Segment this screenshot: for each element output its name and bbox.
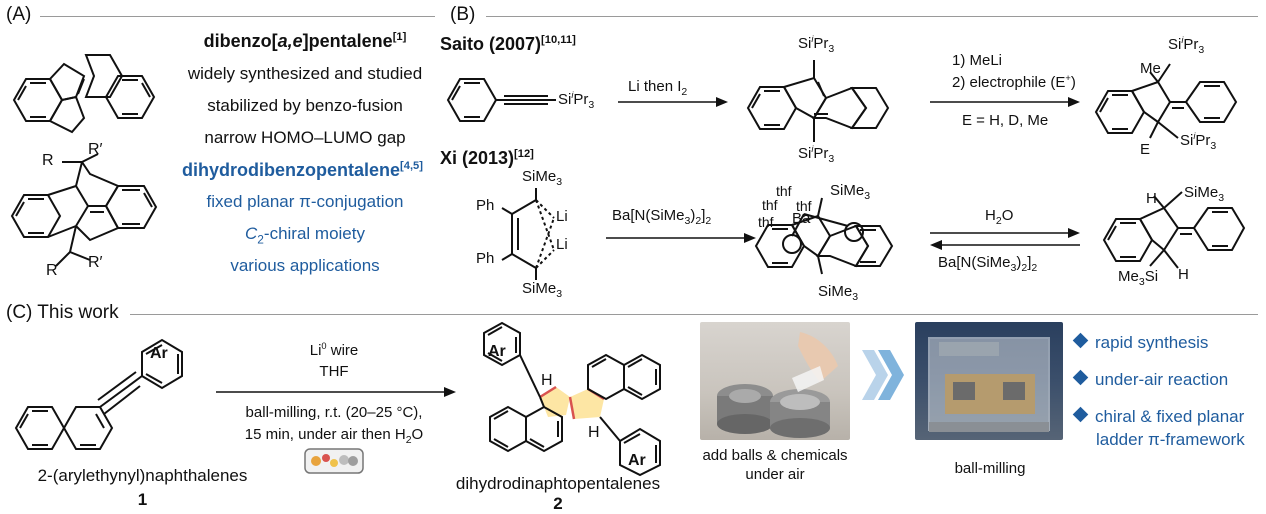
product-2-name: dihydrodinaphtopentalenes — [455, 474, 661, 493]
saito-product-2-silyl-top: SiiPr3 — [1168, 35, 1205, 56]
reactant-1-number: 1 — [137, 490, 148, 509]
saito-product-2-structure — [1094, 63, 1238, 139]
bullet-rapid-synthesis: rapid synthesis — [1072, 332, 1208, 353]
product-2-ar-bottom: Ar — [628, 452, 646, 469]
atom-r-bottom: R — [46, 262, 58, 279]
reaction-condition-2: 15 min, under air then H2O — [244, 426, 424, 446]
saito-product-1-silyl-top: SiiPr3 — [798, 34, 835, 55]
feature-line-1: widely synthesized and studied — [187, 64, 423, 83]
reactant-1-structure — [14, 338, 183, 450]
reaction-reagent-1: Li0 wire — [309, 341, 359, 359]
photo-1-caption-2: under air — [745, 466, 805, 483]
feature-line-3: narrow HOMO–LUMO gap — [204, 128, 406, 147]
panel-b-rule — [486, 16, 1258, 17]
saito-arrow-2 — [930, 97, 1080, 107]
feature-line-4: fixed planar π-conjugation — [206, 192, 404, 211]
reaction-arrow — [216, 387, 456, 397]
xi-reverse-reagent-label: Ba[N(SiMe3)2]2 — [938, 254, 1038, 274]
saito-product-2-me: Me — [1140, 60, 1161, 77]
product-2-ar-top: Ar — [488, 343, 506, 360]
xi-water-label: H2O — [985, 207, 1014, 227]
product-2-structure — [483, 321, 661, 477]
saito-step-2: 2) electrophile (E+) — [952, 73, 1076, 91]
saito-product-2-e: E — [1140, 141, 1151, 158]
product-2-h-bottom: H — [588, 424, 600, 441]
dibenzopentalene-title: dibenzo[a,e]pentalene[1] — [203, 31, 407, 51]
feature-line-5: C2-chiral moiety — [245, 224, 365, 247]
atom-rprime-top: R′ — [88, 141, 103, 158]
diamond-bullet-icon — [1072, 369, 1089, 386]
reactant-1-ar: Ar — [150, 345, 168, 362]
saito-product-2-silyl-bottom: SiiPr3 — [1180, 131, 1217, 152]
dihydrodibenzopentalene-structure — [10, 153, 158, 267]
xi-reactant-li-bottom: Li — [556, 236, 568, 253]
photo-1-caption-1: add balls & chemicals — [702, 447, 848, 464]
xi-thf-3: thf — [796, 198, 812, 214]
saito-reactant-silyl: SiiPr3 — [558, 90, 595, 111]
saito-arrow-1 — [618, 97, 728, 107]
saito-product-1-silyl-bottom: SiiPr3 — [798, 144, 835, 165]
jar-illustration — [717, 332, 838, 438]
xi-product-me3si: Me3Si — [1118, 268, 1159, 288]
feature-line-6: various applications — [230, 256, 380, 275]
panel-c-label: (C) This work — [6, 302, 119, 323]
panel-c-rule — [130, 314, 1258, 315]
photo-jars-under-air — [700, 322, 850, 440]
xi-reagent-label: Ba[N(SiMe3)2]2 — [612, 207, 712, 227]
feature-line-2: stabilized by benzo-fusion — [207, 96, 403, 115]
xi-thf-2: thf — [762, 197, 778, 213]
atom-r-top: R — [42, 152, 54, 169]
xi-product-h-bottom: H — [1178, 266, 1189, 283]
reactant-1-name: 2-(arylethynyl)naphthalenes — [37, 466, 248, 485]
bullet-chiral-fixed-planar: chiral & fixed planar — [1072, 406, 1244, 427]
bullet-under-air-reaction: under-air reaction — [1072, 369, 1228, 390]
panel-a-rule — [40, 16, 435, 17]
photo-ball-milling-machine — [915, 322, 1063, 440]
xi-thf-1: thf — [776, 183, 792, 199]
dihydrodibenzopentalene-title: dihydrodibenzopentalene[4,5] — [182, 160, 423, 180]
xi-equilibrium-arrows — [930, 228, 1080, 250]
xi-title: Xi (2013)[12] — [440, 148, 534, 168]
xi-arrow-1 — [606, 233, 756, 243]
machine-illustration — [928, 337, 1050, 432]
panel-b-label: (B) — [450, 4, 476, 25]
xi-product-structure — [1102, 191, 1246, 269]
xi-ba: Ba — [792, 210, 811, 227]
dibenzopentalene-structure — [12, 54, 156, 134]
saito-title: Saito (2007)[10,11] — [440, 34, 576, 54]
xi-reactant-sime-top: SiMe3 — [522, 168, 563, 188]
xi-complex-sime-bottom: SiMe3 — [818, 283, 859, 303]
reaction-reagent-2: THF — [319, 363, 349, 380]
xi-reactant-sime-bottom: SiMe3 — [522, 280, 563, 300]
saito-e-values: E = H, D, Me — [962, 112, 1049, 129]
xi-reactant-structure — [501, 188, 555, 280]
panel-a-label: (A) — [6, 4, 32, 25]
xi-thf-4: thf — [758, 214, 774, 230]
xi-product-h-top: H — [1146, 190, 1157, 207]
product-2-number: 2 — [553, 494, 563, 513]
saito-product-1-structure — [746, 60, 890, 142]
xi-complex-sime-top: SiMe3 — [830, 182, 871, 202]
xi-reactant-ph-bottom: Ph — [476, 250, 495, 267]
xi-reactant-li-top: Li — [556, 208, 568, 225]
diamond-bullet-icon — [1072, 332, 1089, 349]
product-2-h-top: H — [541, 372, 553, 389]
saito-reagent-label: Li then I2 — [628, 78, 688, 98]
xi-product-sime: SiMe3 — [1184, 184, 1225, 204]
reaction-condition-1: ball-milling, r.t. (20–25 °C), — [245, 404, 423, 421]
diamond-bullet-icon — [1072, 406, 1089, 423]
bullet-ladder-framework: ladder π-framework — [1096, 430, 1245, 449]
saito-reactant-structure — [446, 78, 556, 122]
photo-2-caption: ball-milling — [954, 460, 1026, 477]
xi-reactant-ph-top: Ph — [476, 197, 495, 214]
ball-mill-jar-icon — [304, 448, 364, 474]
chevron-arrow-icon — [862, 350, 904, 400]
xi-barium-complex-structure — [754, 197, 894, 275]
saito-step-1: 1) MeLi — [952, 52, 1003, 69]
atom-rprime-bottom: R′ — [88, 254, 103, 271]
